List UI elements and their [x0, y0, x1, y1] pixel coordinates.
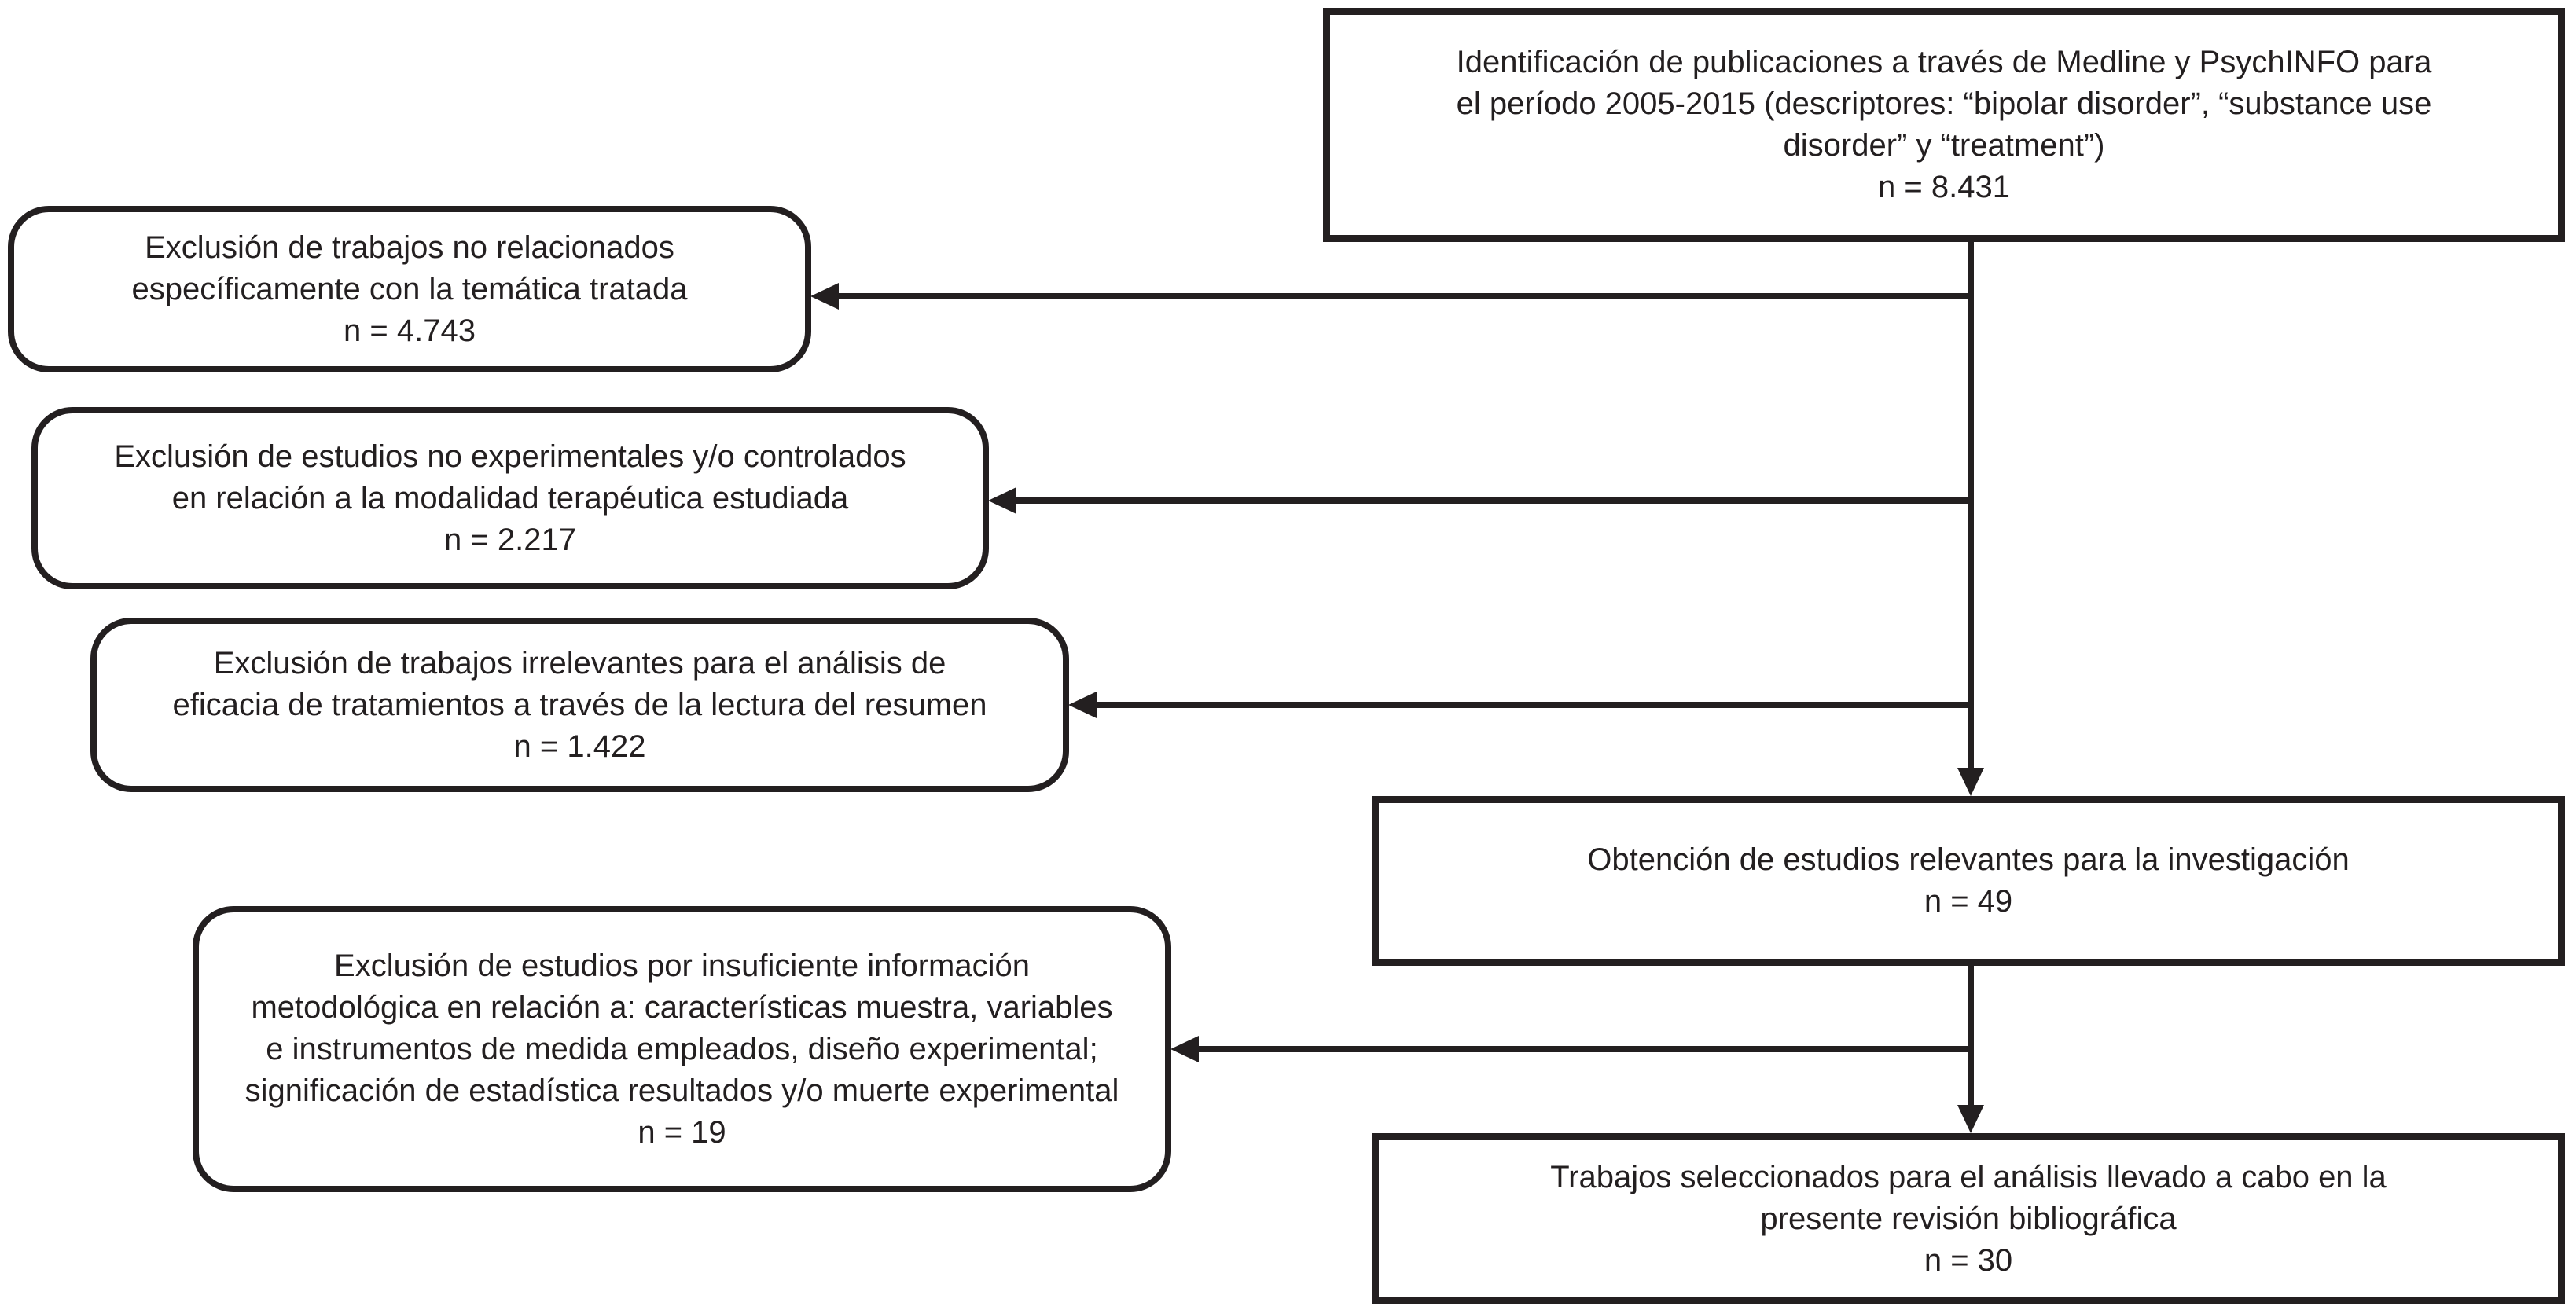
- arrow-down-icon: [1957, 768, 1984, 796]
- connector-branch-exclusion-insufficient-info: [1198, 1046, 1974, 1052]
- node-relevant-studies-text: Obtención de estudios relevantes para la…: [1587, 842, 2350, 877]
- node-selected-works: Trabajos seleccionados para el análisis …: [1372, 1133, 2565, 1304]
- connector-branch-exclusion-not-related: [838, 293, 1974, 299]
- node-identification: Identificación de publicaciones a través…: [1323, 8, 2565, 242]
- node-relevant-studies-count: n = 49: [1924, 884, 2013, 919]
- node-exclusion-irrelevant: Exclusión de trabajos irrelevantes para …: [90, 618, 1069, 792]
- node-identification-count: n = 8.431: [1878, 170, 2010, 204]
- node-exclusion-insufficient-info-text: Exclusión de estudios por insuficiente i…: [244, 948, 1119, 1108]
- connector-branch-exclusion-not-experimental: [1016, 497, 1974, 504]
- node-exclusion-not-related-count: n = 4.743: [344, 313, 476, 348]
- node-exclusion-irrelevant-count: n = 1.422: [513, 728, 646, 764]
- node-selected-works-text: Trabajos seleccionados para el análisis …: [1550, 1159, 2387, 1236]
- arrow-left-icon: [1170, 1036, 1199, 1062]
- node-identification-text: Identificación de publicaciones a través…: [1456, 45, 2432, 163]
- node-exclusion-not-experimental-text: Exclusión de estudios no experimentales …: [114, 439, 906, 516]
- node-exclusion-irrelevant-text: Exclusión de trabajos irrelevantes para …: [172, 645, 987, 722]
- connector-relevant-to-selected: [1968, 963, 1974, 1105]
- connector-identification-to-relevant: [1968, 241, 1974, 769]
- arrow-left-icon: [810, 283, 839, 310]
- arrow-left-icon: [1068, 692, 1097, 718]
- node-exclusion-insufficient-info: Exclusión de estudios por insuficiente i…: [193, 906, 1171, 1192]
- arrow-down-icon: [1957, 1105, 1984, 1133]
- node-exclusion-insufficient-info-count: n = 19: [638, 1114, 726, 1150]
- node-exclusion-not-related: Exclusión de trabajos no relacionados es…: [8, 206, 811, 372]
- node-exclusion-not-experimental-count: n = 2.217: [444, 522, 576, 557]
- node-exclusion-not-related-text: Exclusión de trabajos no relacionados es…: [131, 229, 688, 306]
- node-exclusion-not-experimental: Exclusión de estudios no experimentales …: [31, 407, 989, 589]
- arrow-left-icon: [988, 487, 1016, 514]
- connector-branch-exclusion-irrelevant: [1096, 702, 1974, 708]
- node-relevant-studies: Obtención de estudios relevantes para la…: [1372, 796, 2565, 966]
- node-selected-works-count: n = 30: [1924, 1242, 2013, 1278]
